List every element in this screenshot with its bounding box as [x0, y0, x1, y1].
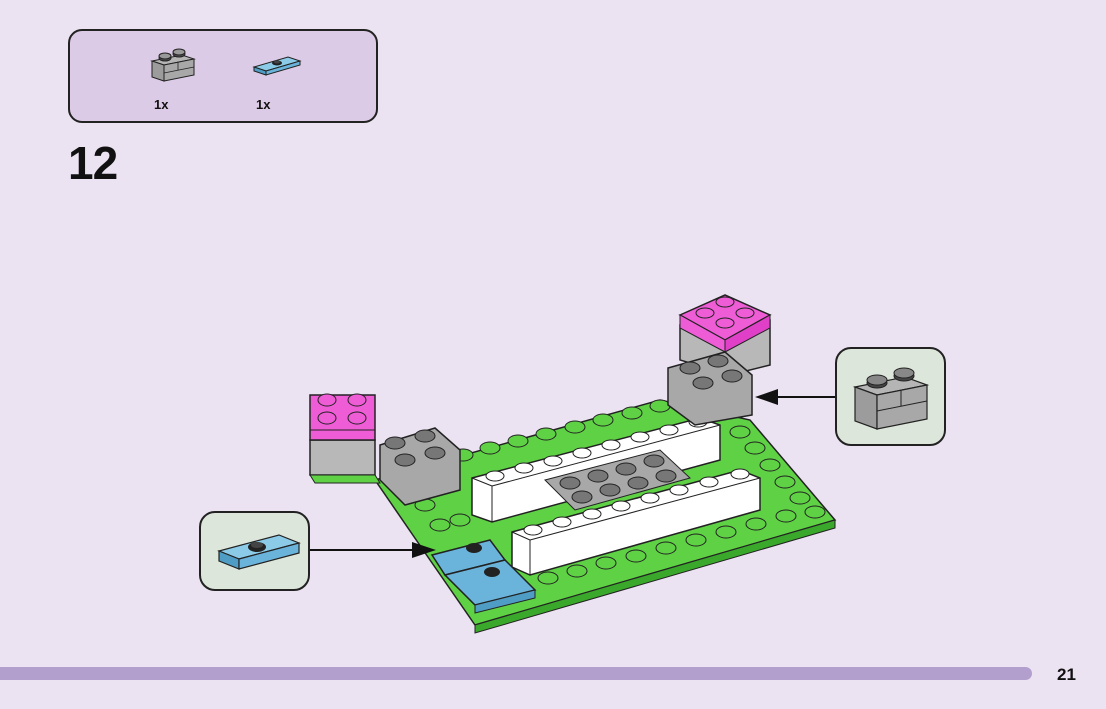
- grey-masonry-brick-icon: [150, 48, 196, 82]
- page-number: 21: [1057, 665, 1076, 684]
- grey-brick-left-tower: [309, 439, 376, 476]
- callout-masonry-brick: [835, 347, 946, 446]
- parts-list-item: 1x: [250, 45, 310, 115]
- step-number: 12: [68, 137, 118, 189]
- azure-jumper-plate-icon: [217, 534, 301, 570]
- parts-list-box: 1x 1x: [68, 29, 378, 123]
- arrow-head-right: [755, 389, 778, 405]
- part-quantity: 1x: [256, 97, 271, 112]
- arrow-head-left: [412, 542, 436, 558]
- grey-masonry-brick-icon: [852, 367, 930, 430]
- part-quantity: 1x: [154, 97, 169, 112]
- callout-jumper-plate: [199, 511, 310, 591]
- footer-bar: [0, 667, 1032, 680]
- parts-list-item: 1x: [148, 45, 208, 115]
- azure-jumper-plate-icon: [252, 56, 302, 76]
